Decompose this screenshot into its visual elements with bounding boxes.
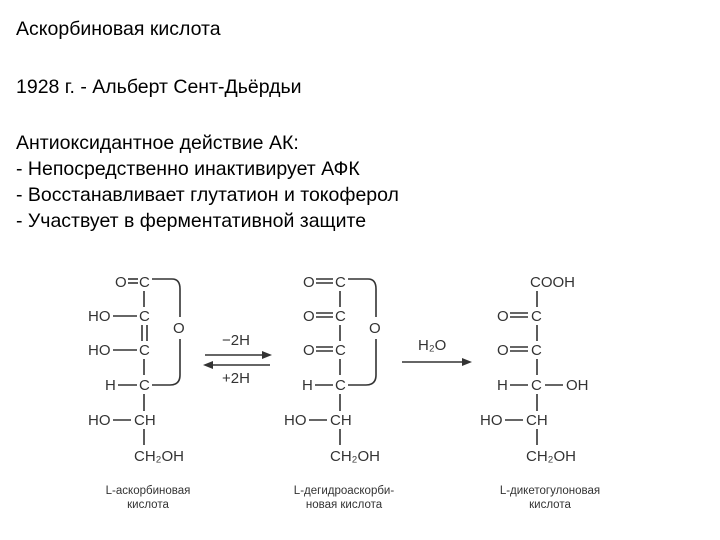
redox-arrows: −2H +2H xyxy=(203,332,272,387)
arrow-head-left xyxy=(203,361,213,369)
title-text: Аскорбиновая кислота xyxy=(16,18,221,40)
scheme-svg: O C HO C HO C H C HO CH CH₂OH O xyxy=(88,274,600,511)
atom-label: C xyxy=(139,274,150,291)
atom-label: CH₂OH xyxy=(134,448,184,465)
atom-label: C xyxy=(335,377,346,394)
atom-label: O xyxy=(303,274,315,291)
molecule-caption: L-дикетогулоновая xyxy=(500,485,600,497)
atom-label: HO xyxy=(88,342,111,359)
atom-label: O xyxy=(303,308,315,325)
atom-label: H xyxy=(105,377,116,394)
atom-label: CH xyxy=(134,412,156,429)
antioxidant-heading: Антиоксидантное действие АК: xyxy=(16,132,299,154)
atom-label: O xyxy=(497,342,509,359)
atom-label: C xyxy=(335,342,346,359)
atom-label: CH xyxy=(330,412,352,429)
arrow-head-right xyxy=(462,358,472,366)
discovery-line: 1928 г. - Альберт Сент-Дьёрдьи xyxy=(16,74,302,100)
ascorbic-acid-oxidation-scheme: O C HO C HO C H C HO CH CH₂OH O xyxy=(0,255,720,540)
arrow-head-right xyxy=(262,351,272,359)
atom-label: C xyxy=(531,308,542,325)
molecule-caption: кислота xyxy=(127,499,169,511)
antioxidant-item: - Восстанавливает глутатион и токоферол xyxy=(16,184,399,206)
slide-title: Аскорбиновая кислота xyxy=(16,16,221,42)
atom-label: O xyxy=(115,274,127,291)
hydrolysis-arrow: H₂O xyxy=(402,337,472,366)
discovery-text: 1928 г. - Альберт Сент-Дьёрдьи xyxy=(16,76,302,98)
atom-label: C xyxy=(139,342,150,359)
molecule-dehydroascorbic-acid: O C O C O C H C HO CH CH₂OH O xyxy=(284,274,394,511)
atom-label: HO xyxy=(88,412,111,429)
atom-label: O xyxy=(369,320,381,337)
molecule-caption: новая кислота xyxy=(306,499,383,511)
atom-label: O xyxy=(497,308,509,325)
molecule-diketogulonic-acid: COOH O C O C H C OH HO CH CH₂OH L-дикето… xyxy=(480,274,600,511)
atom-label: HO xyxy=(284,412,307,429)
antioxidant-section: Антиоксидантное действие АК: - Непосредс… xyxy=(16,130,399,234)
atom-label: C xyxy=(531,342,542,359)
arrow-label-minus-2h: −2H xyxy=(222,332,250,349)
antioxidant-item: - Непосредственно инактивирует АФК xyxy=(16,158,360,180)
atom-label: O xyxy=(173,320,185,337)
arrow-label-water: H₂O xyxy=(418,337,446,354)
atom-label: C xyxy=(335,274,346,291)
atom-label: C xyxy=(139,377,150,394)
molecule-caption: L-дегидроаскорби- xyxy=(294,485,395,497)
atom-label: CH₂OH xyxy=(330,448,380,465)
atom-label: CH₂OH xyxy=(526,448,576,465)
atom-label: H xyxy=(302,377,313,394)
atom-label: C xyxy=(335,308,346,325)
antioxidant-item: - Участвует в ферментативной защите xyxy=(16,210,367,232)
atom-label: H xyxy=(497,377,508,394)
atom-label: HO xyxy=(480,412,503,429)
atom-label: COOH xyxy=(530,274,575,291)
molecule-caption: L-аскорбиновая xyxy=(106,485,191,497)
atom-label: O xyxy=(303,342,315,359)
molecule-caption: кислота xyxy=(529,499,571,511)
atom-label: HO xyxy=(88,308,111,325)
atom-label: C xyxy=(139,308,150,325)
atom-label: OH xyxy=(566,377,589,394)
arrow-label-plus-2h: +2H xyxy=(222,370,250,387)
molecule-ascorbic-acid: O C HO C HO C H C HO CH CH₂OH O xyxy=(88,274,190,511)
atom-label: C xyxy=(531,377,542,394)
atom-label: CH xyxy=(526,412,548,429)
